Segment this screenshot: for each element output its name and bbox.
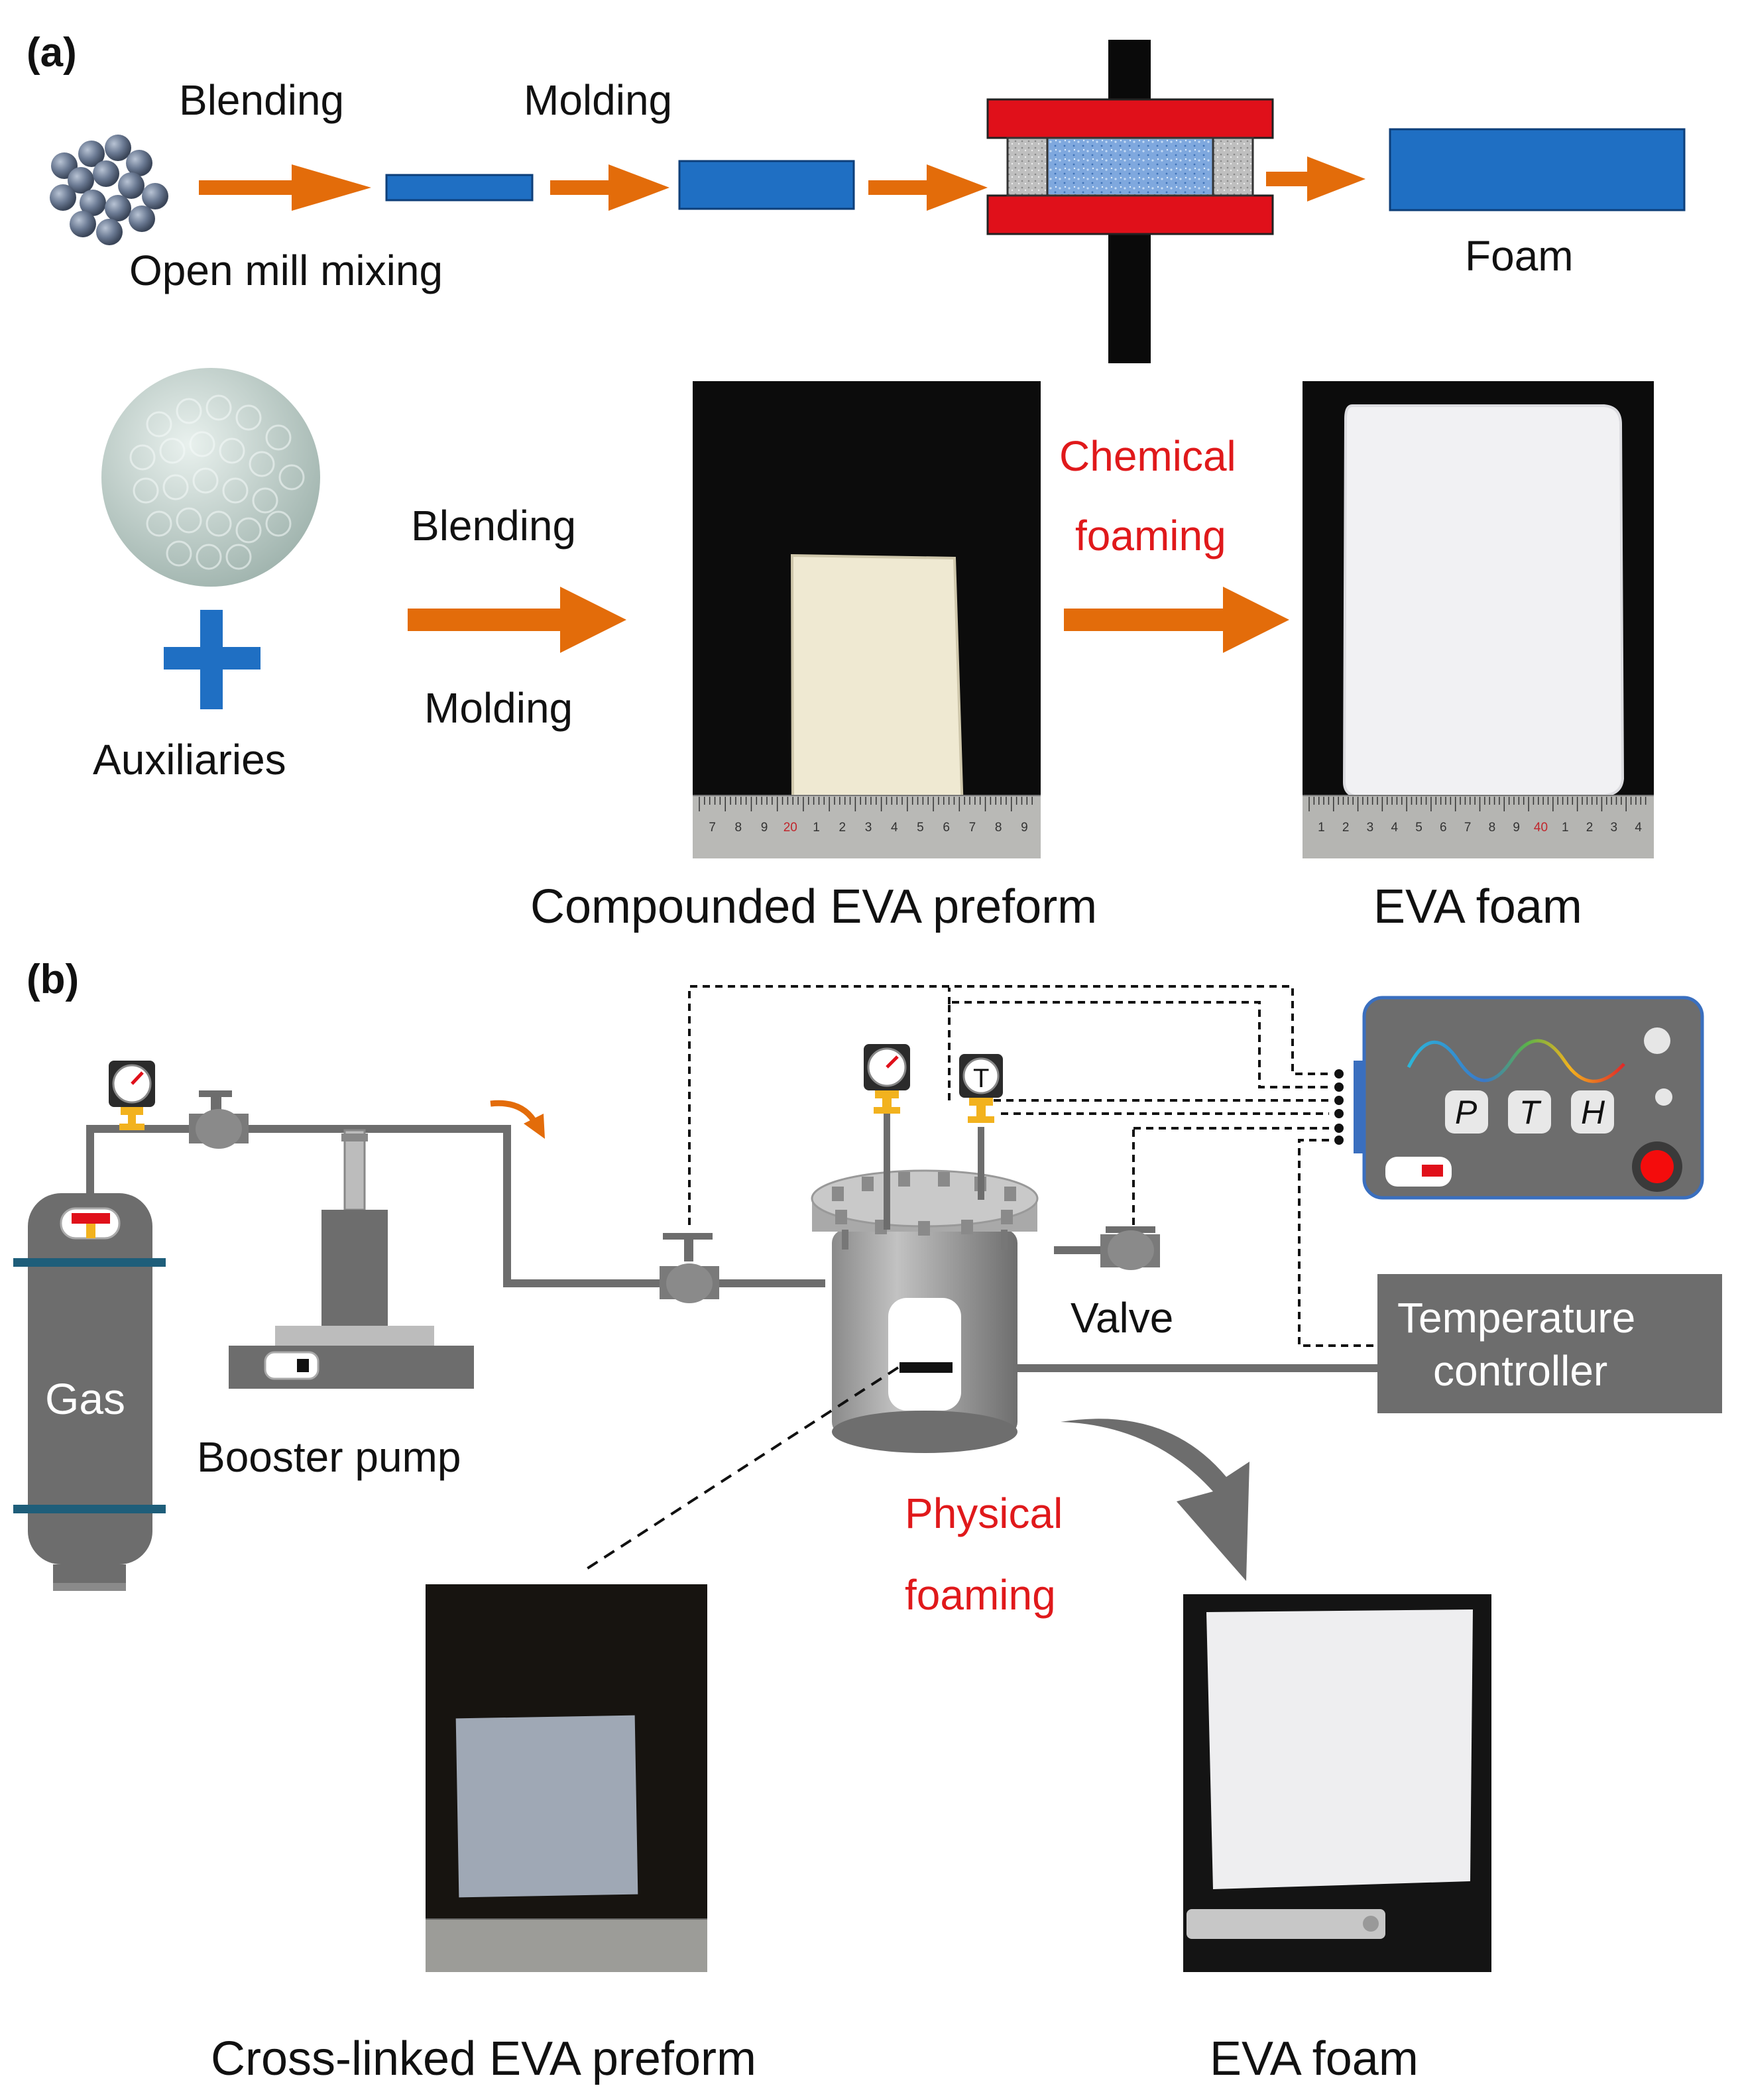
eva-foam-label-a: EVA foam <box>1373 880 1582 933</box>
booster-pump <box>229 1129 474 1389</box>
chemical-foaming-label: foaming <box>1075 512 1226 559</box>
ruler-tick-label: 6 <box>943 821 950 835</box>
ruler-tick-label: 7 <box>969 821 976 835</box>
thin-sheet <box>385 174 534 202</box>
chemical-label: Chemical <box>1059 432 1236 480</box>
ruler-tick-label: 7 <box>1464 821 1472 835</box>
process-arrow-3 <box>868 164 988 211</box>
auxiliaries-label: Auxiliaries <box>93 736 286 784</box>
crosslinked-preform-photo <box>426 1584 707 1972</box>
ruler-tick-label: 2 <box>839 821 846 835</box>
ruler-tick-label: 2 <box>1342 821 1350 835</box>
process-arrow-6 <box>1064 587 1289 653</box>
ruler-tick-label: 6 <box>1440 821 1447 835</box>
vessel-pressure-gauge-icon <box>864 1044 910 1230</box>
pressure-vessel <box>811 1169 1039 1453</box>
ruler-tick-label: 8 <box>735 821 742 835</box>
gas-pipeline <box>86 1125 1377 1372</box>
molding-label-2: Molding <box>424 684 573 732</box>
flow-direction-arrow <box>490 1100 545 1139</box>
gas-label: Gas <box>45 1374 125 1423</box>
temperature-button: T <box>1519 1094 1542 1131</box>
physical-foaming-arrow <box>1061 1419 1249 1581</box>
plus-icon <box>164 610 261 709</box>
panel-a-label: (a) <box>27 30 77 76</box>
vessel-thermometer-icon <box>959 1054 1003 1200</box>
control-panel <box>1334 996 1704 1200</box>
gas-pressure-gauge-icon <box>109 1061 155 1130</box>
process-arrow-2 <box>550 164 669 211</box>
pellet-cluster-icon <box>50 135 168 245</box>
blending-label: Blending <box>179 76 344 124</box>
ruler-tick-label: 3 <box>1367 821 1374 835</box>
process-arrow-5 <box>408 587 626 653</box>
controller-label: controller <box>1433 1347 1607 1395</box>
callout-line <box>582 1366 899 1572</box>
control-signal-lines <box>688 985 1377 1347</box>
ruler-tick-label: 1 <box>813 821 820 835</box>
process-arrow-1 <box>199 164 371 211</box>
gas-cylinder <box>13 1193 166 1591</box>
ruler-tick-label: 9 <box>761 821 768 835</box>
process-arrow-4 <box>1266 156 1365 202</box>
open-mill-label: Open mill mixing <box>129 247 443 294</box>
physical-foaming-label: foaming <box>905 1571 1056 1619</box>
valve-label: Valve <box>1071 1294 1173 1342</box>
ruler-tick-label: 3 <box>1611 821 1618 835</box>
eva-foam-photo-a: 1 2 3 4 5 6 7 8 9 40 1 2 3 4 <box>1303 381 1654 858</box>
ruler-tick-label: 8 <box>995 821 1002 835</box>
pressure-button: P <box>1455 1094 1478 1131</box>
outlet-valve-icon <box>1100 1226 1160 1270</box>
ruler-tick-label: 9 <box>1513 821 1520 835</box>
eva-foam-photo-b <box>1183 1594 1491 1972</box>
ruler-tick-label: 4 <box>1635 821 1642 835</box>
ruler-tick-label: 4 <box>891 821 898 835</box>
ruler-tick-label: 20 <box>783 821 797 835</box>
thermometer-t-label: T <box>973 1064 989 1093</box>
molded-block <box>678 160 855 210</box>
ruler-tick-label: 4 <box>1391 821 1398 835</box>
ruler-tick-label: 9 <box>1021 821 1028 835</box>
ruler-tick-label: 40 <box>1534 821 1548 835</box>
compounded-preform-photo: 7 8 9 20 1 2 3 4 5 6 7 8 9 <box>693 381 1041 858</box>
ruler-tick-label: 3 <box>865 821 872 835</box>
molding-label: Molding <box>524 76 672 124</box>
panel-b-label: (b) <box>27 957 79 1002</box>
crosslinked-label: Cross-linked EVA preform <box>211 2032 756 2085</box>
ruler-tick-label: 7 <box>709 821 716 835</box>
humidity-button: H <box>1581 1094 1605 1131</box>
eva-foam-label-b: EVA foam <box>1210 2032 1419 2085</box>
blending-label-2: Blending <box>411 502 576 550</box>
ruler-tick-label: 8 <box>1489 821 1496 835</box>
ruler-tick-label: 2 <box>1586 821 1594 835</box>
temperature-controller <box>1377 1274 1722 1413</box>
compounded-label: Compounded EVA preform <box>530 880 1097 933</box>
ruler-tick-label: 1 <box>1318 821 1325 835</box>
physical-label: Physical <box>905 1489 1063 1537</box>
foam-label: Foam <box>1465 232 1574 280</box>
booster-pump-label: Booster pump <box>197 1433 461 1481</box>
ruler-tick-label: 5 <box>1415 821 1422 835</box>
inlet-valve-icon <box>189 1090 249 1149</box>
temperature-label: Temperature <box>1397 1294 1635 1342</box>
ruler-tick-label: 5 <box>917 821 924 835</box>
eva-beads-photo <box>101 368 320 587</box>
hot-press-icon <box>986 40 1274 363</box>
vessel-inlet-valve-icon <box>660 1233 719 1303</box>
ruler-tick-label: 1 <box>1562 821 1569 835</box>
foam-block <box>1389 128 1686 211</box>
